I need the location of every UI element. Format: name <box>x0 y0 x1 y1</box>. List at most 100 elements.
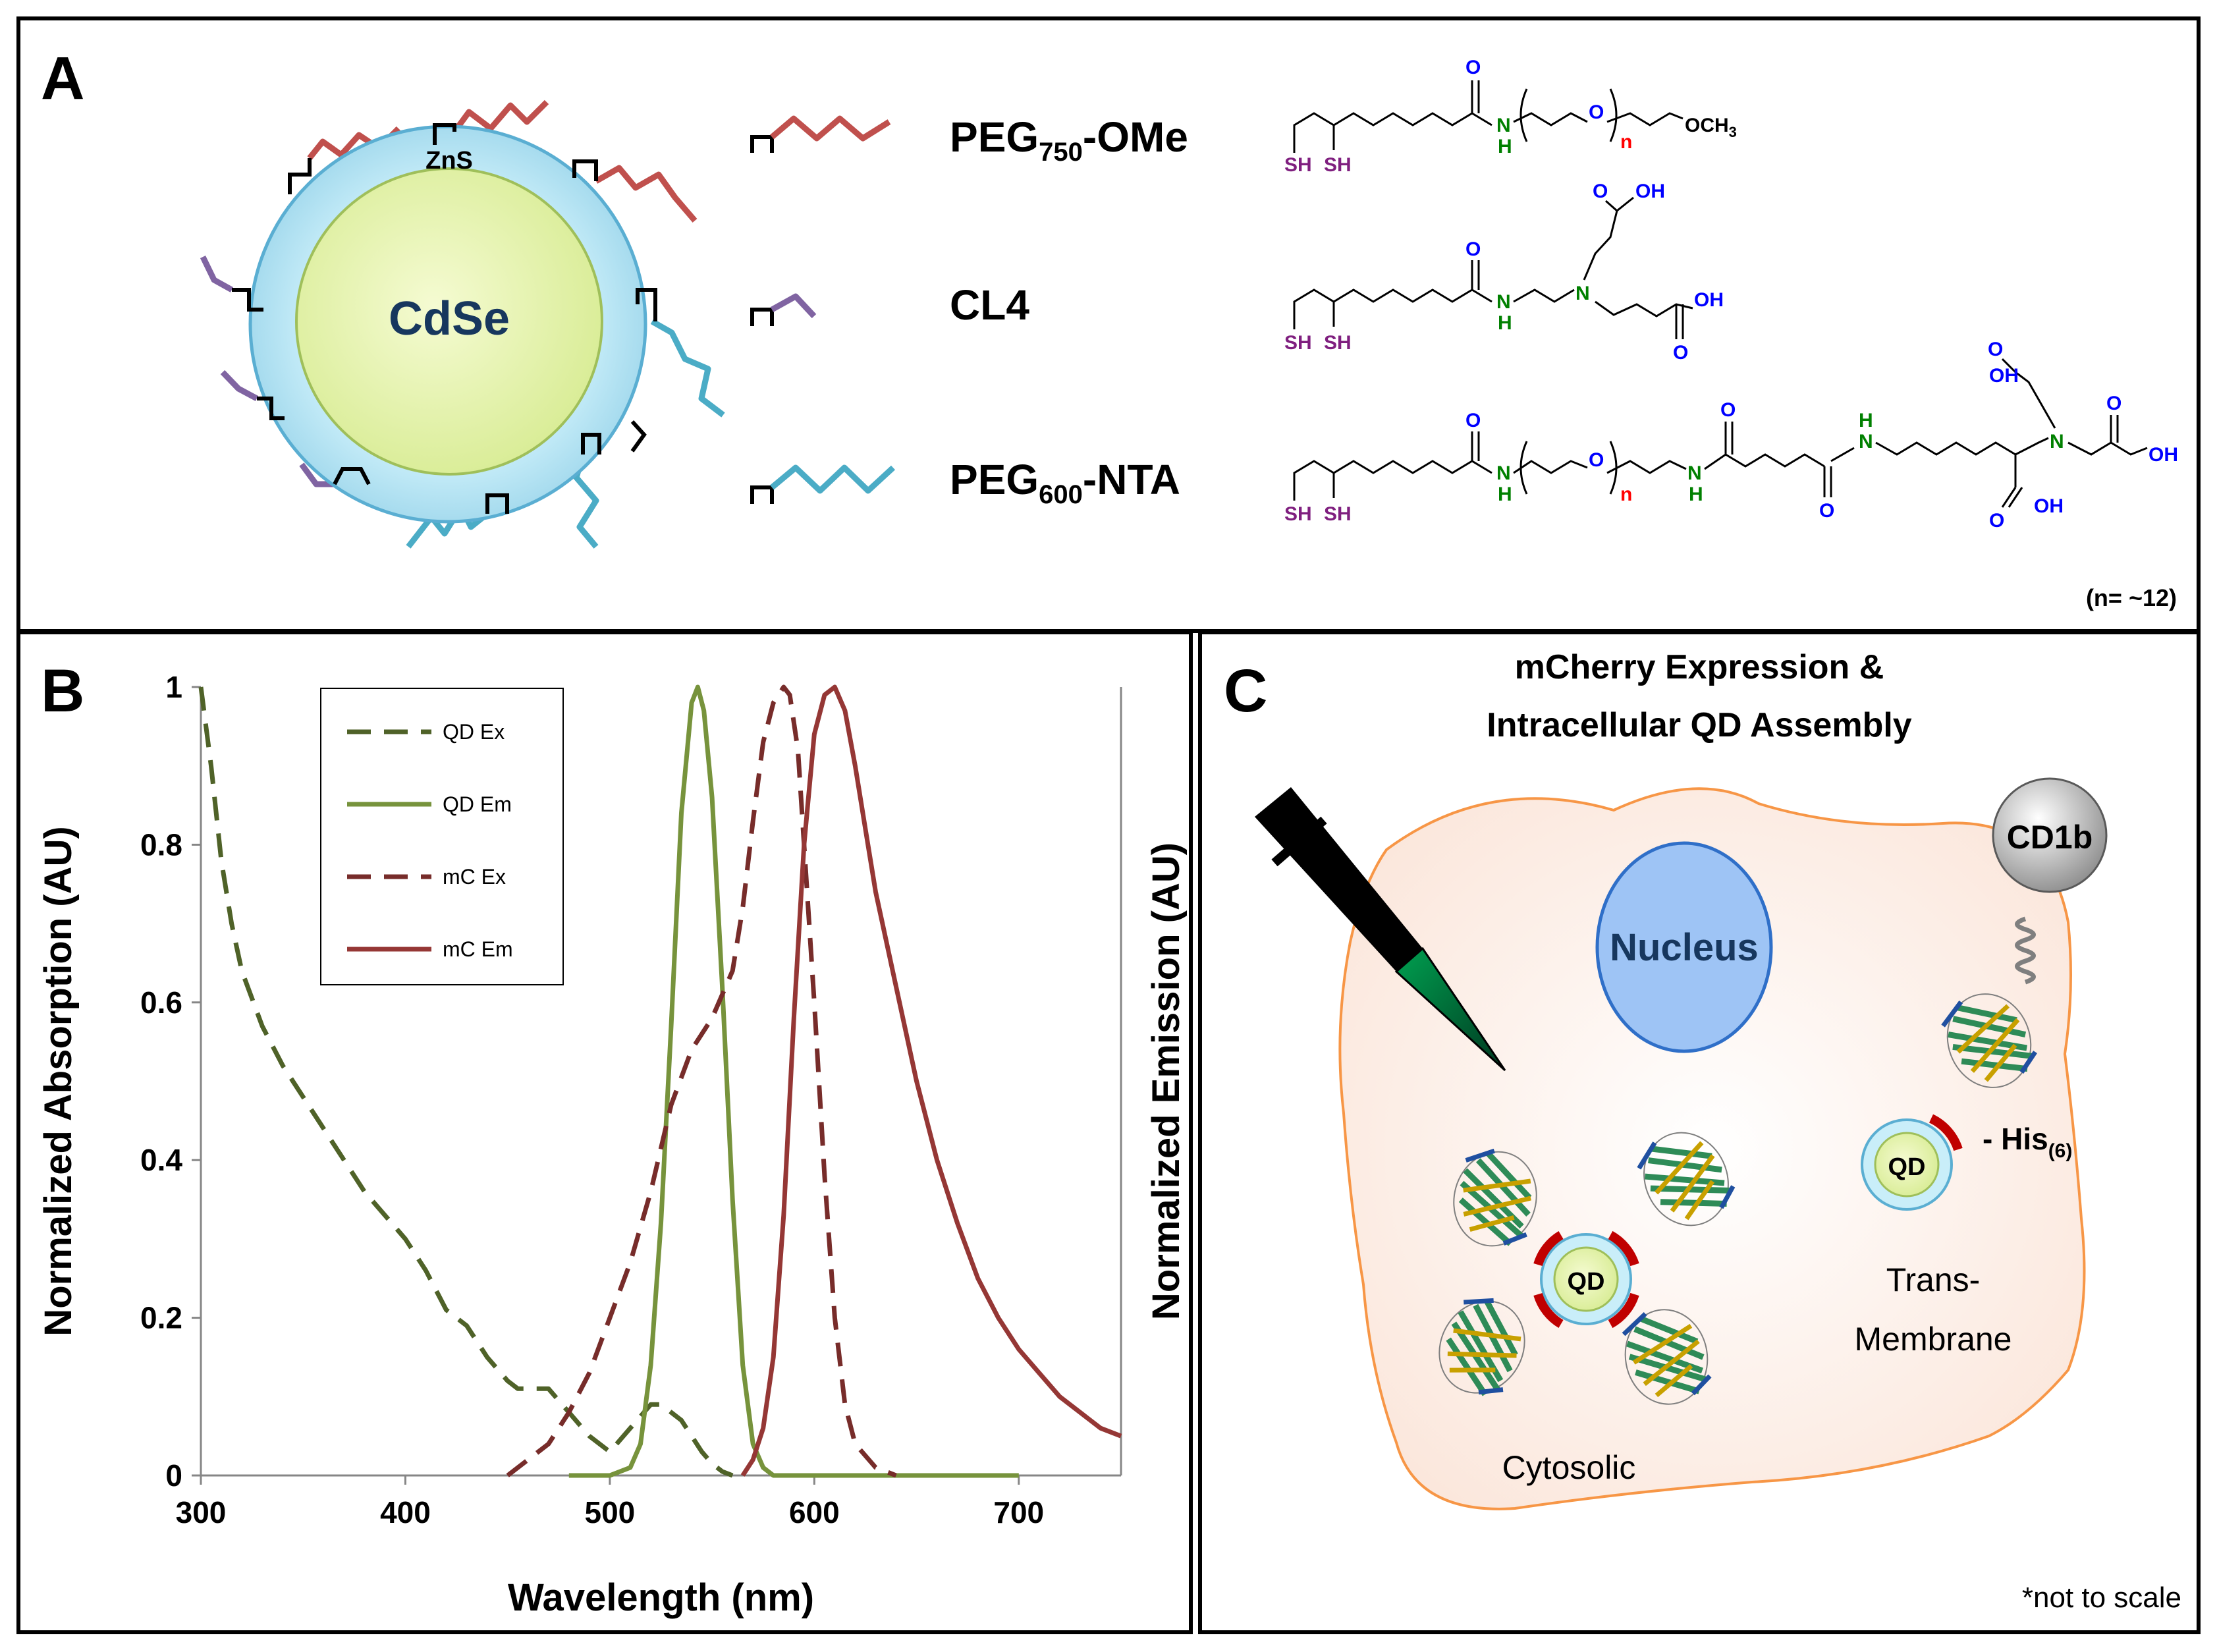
structure-peg750: O SH SH N H O n OCH3 <box>1284 57 1737 176</box>
panel-c: C mCherry Expression & Intracellular QD … <box>1224 648 2181 1614</box>
x-tick-label: 300 <box>176 1495 227 1529</box>
chem-n: N <box>1496 462 1511 484</box>
cytosolic-label: Cytosolic <box>1502 1449 1636 1486</box>
legend-label-3: mC Em <box>443 937 513 961</box>
nucleus <box>1595 841 1773 1053</box>
chem-n-index: n <box>1620 131 1632 153</box>
structure-cl4: O SH SH N H N O OH O OH <box>1284 180 1724 364</box>
chem-n: N <box>1575 283 1590 304</box>
core-label: CdSe <box>389 292 510 345</box>
ligand-row-peg600: PEG600-NTA <box>750 456 1180 509</box>
chem-sh: SH <box>1284 503 1312 525</box>
chem-n: N <box>1496 115 1511 136</box>
chem-h: H <box>1498 312 1512 334</box>
chem-h: H <box>1498 483 1512 505</box>
chem-sh: SH <box>1324 332 1352 354</box>
chem-oh: OH <box>1694 289 1724 311</box>
cd1b-protein: CD1b <box>1992 777 2108 985</box>
y-tick-label: 0.6 <box>140 985 182 1020</box>
mcherry-barrel <box>1453 1148 1537 1247</box>
spectra-chart: 0 0.2 0.4 0.6 0.8 1 300 400 500 600 700Wavelength … <box>37 670 1188 1619</box>
cd1b-sphere <box>1992 777 2108 893</box>
legend-label-0: QD Ex <box>443 720 505 744</box>
chem-o: O <box>1589 449 1604 471</box>
chem-o: O <box>1989 510 2004 532</box>
injection-needle <box>1255 787 1506 1072</box>
y-tick-label: 0 <box>165 1458 182 1493</box>
cell-membrane <box>1338 787 2086 1510</box>
qd-schematic: CdSe ZnS <box>200 99 725 549</box>
y-tick-label: 0.2 <box>140 1301 182 1335</box>
chem-oh: OH <box>2034 495 2064 517</box>
ligand-anchors <box>232 123 657 514</box>
chem-sh: SH <box>1324 503 1352 525</box>
panel-a-letter: A <box>41 45 84 112</box>
panel-b-letter: B <box>41 657 84 725</box>
panel-a: A CdSe ZnS <box>41 45 2178 611</box>
x-tick-label: 500 <box>585 1495 636 1529</box>
his-tag-label: - His(6) <box>1983 1122 2072 1162</box>
transmembrane-qd-label: QD <box>1888 1153 1926 1181</box>
chem-o: O <box>1465 57 1481 78</box>
chem-o: O <box>1465 238 1481 260</box>
chem-n: N <box>1687 462 1702 484</box>
panel-c-title-line2: Intracellular QD Assembly <box>1487 706 1912 744</box>
chem-o: O <box>1988 339 2003 360</box>
transmembrane-line1: Trans- <box>1886 1261 1981 1298</box>
chem-o: O <box>1589 101 1604 123</box>
chem-h: H <box>1689 483 1703 505</box>
transmembrane-line2: Membrane <box>1855 1321 2012 1358</box>
cytosolic-qd: QD <box>1533 1230 1639 1329</box>
legend-label-2: mC Ex <box>443 865 506 889</box>
chem-oh: OH <box>1989 365 2019 387</box>
chem-n-index: n <box>1620 483 1632 505</box>
ligand-name-cl4: CL4 <box>950 281 1029 329</box>
cdse-core <box>295 167 603 476</box>
y-tick-label: 0.8 <box>140 827 182 862</box>
chem-o: O <box>1593 180 1608 202</box>
n-note: (n= ~12) <box>2086 584 2177 611</box>
chem-sh: SH <box>1284 154 1312 176</box>
mcherry-barrel <box>1941 993 2037 1088</box>
mcherry-barrel <box>1622 1309 1712 1405</box>
not-to-scale-note: *not to scale <box>2022 1582 2181 1614</box>
mcherry-barrel <box>1637 1132 1736 1226</box>
chem-sh: SH <box>1284 332 1312 354</box>
ligand-name-peg750: PEG750-OMe <box>950 113 1188 167</box>
shell-label: ZnS <box>425 147 473 175</box>
chem-o: O <box>1720 399 1736 421</box>
chem-n: N <box>1859 431 1873 453</box>
legend-label-1: QD Em <box>443 792 512 816</box>
mcherry-barrel <box>1438 1298 1525 1396</box>
ligand-row-cl4: CL4 <box>750 281 1029 329</box>
chem-o: O <box>2106 393 2121 414</box>
chem-n: N <box>2050 431 2064 453</box>
nucleus-label: Nucleus <box>1610 926 1759 969</box>
ligand-name-peg600: PEG600-NTA <box>950 456 1180 509</box>
y-tick-label: 0.4 <box>140 1143 182 1177</box>
cl4-chains <box>200 256 335 487</box>
chem-o: O <box>1819 500 1834 522</box>
panel-b: B 0 0.2 0.4 0.6 0.8 1 300 400 500 600 700Wavelengt… <box>37 657 1188 1619</box>
x-axis-label: Wavelength (nm) <box>508 1576 814 1619</box>
structure-peg600: O SH SH N H O n N H O O H N <box>1284 339 2178 532</box>
panel-c-title-line1: mCherry Expression & <box>1515 648 1884 686</box>
transmembrane-qd: QD - His(6) <box>1861 1114 2072 1211</box>
panel-c-letter: C <box>1224 657 1267 725</box>
chem-h: H <box>1859 410 1873 431</box>
chem-h: H <box>1498 136 1512 157</box>
legend-box <box>320 688 564 985</box>
series-line-1 <box>568 684 1019 1478</box>
x-tick-label: 400 <box>380 1495 431 1529</box>
chem-n: N <box>1496 291 1511 313</box>
chem-och3: OCH3 <box>1685 115 1737 140</box>
chem-o: O <box>1673 342 1688 364</box>
x-tick-label: 600 <box>789 1495 840 1529</box>
cytosolic-qd-label: QD <box>1568 1268 1605 1296</box>
chem-o: O <box>1465 410 1481 431</box>
y-tick-label: 1 <box>165 670 182 704</box>
series-line-2 <box>506 684 897 1478</box>
x-tick-label: 700 <box>993 1495 1044 1529</box>
series-line-3 <box>740 684 1122 1477</box>
